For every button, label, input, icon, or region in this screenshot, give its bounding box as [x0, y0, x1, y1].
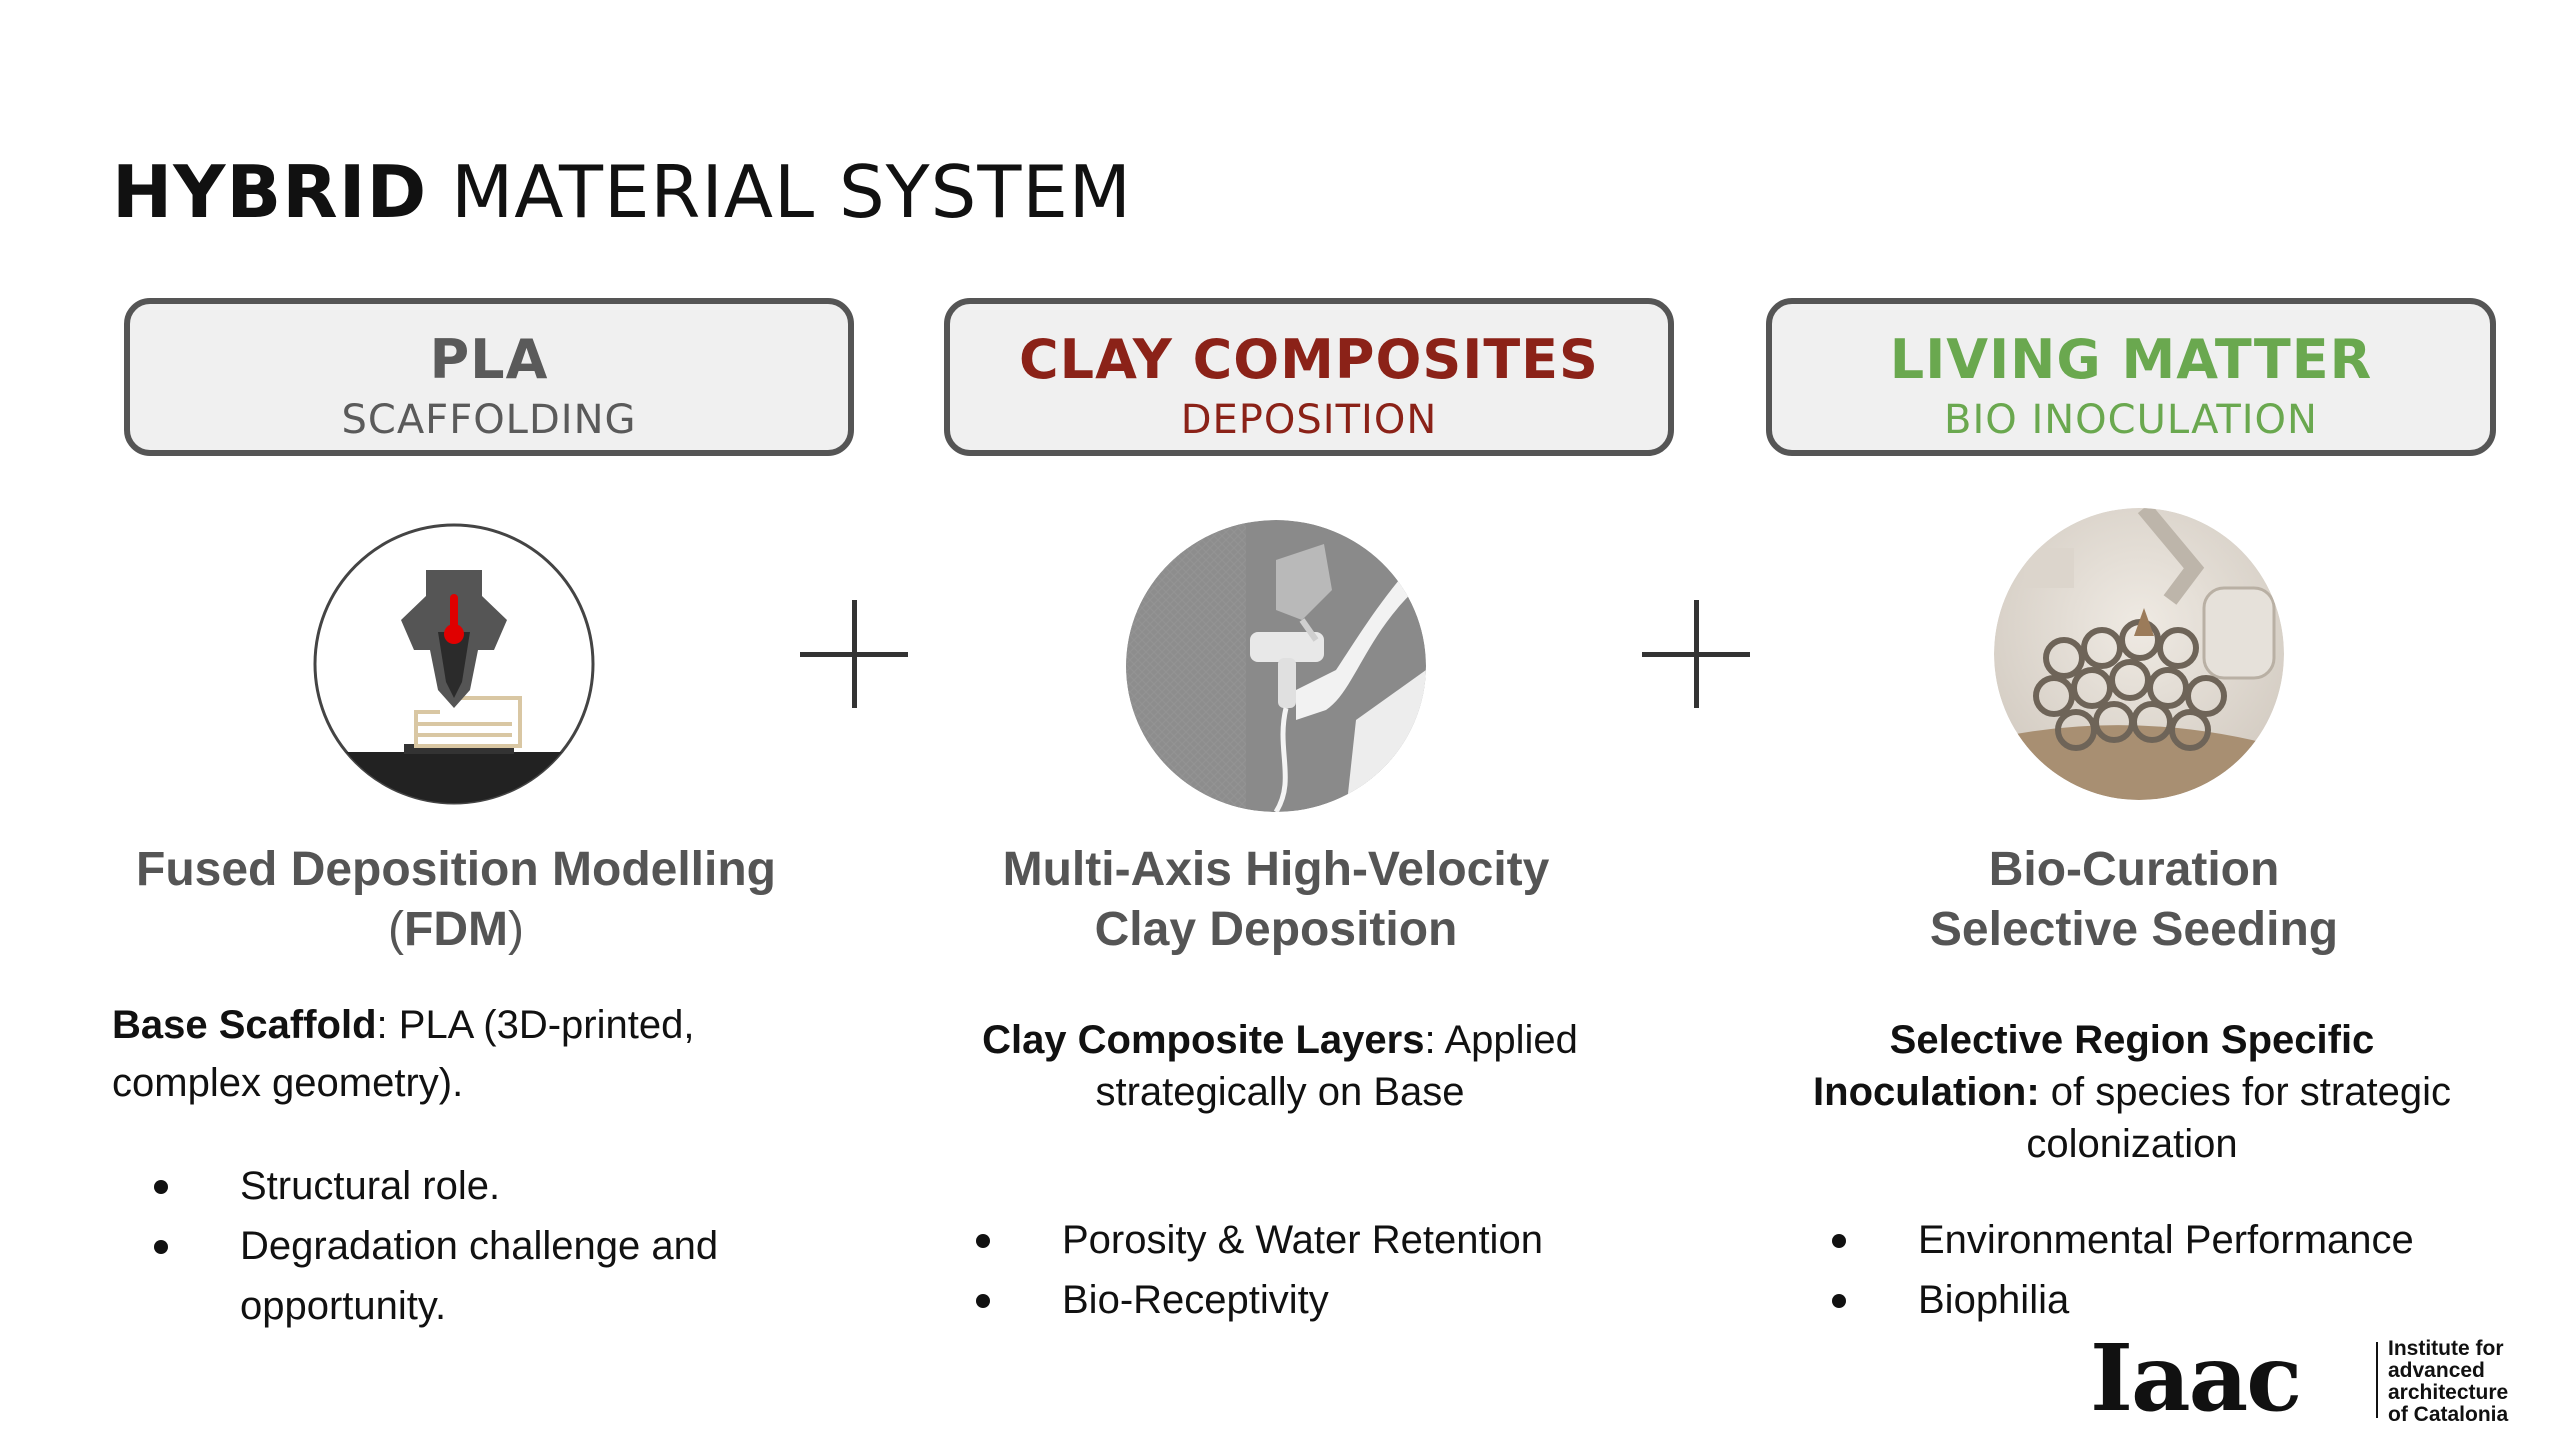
category-title: CLAY COMPOSITES: [1019, 328, 1599, 391]
title-rest: MATERIAL SYSTEM: [451, 150, 1132, 234]
logo-text-line: advanced: [2388, 1359, 2485, 1382]
desc-bold: Clay Composite Layers: [982, 1018, 1425, 1062]
clay-spray-robot-icon: [1126, 520, 1426, 812]
logo-text: Institute for advanced architecture of C…: [2388, 1338, 2528, 1426]
logo-divider: [2376, 1342, 2378, 1418]
desc-bold: Selective Region Specific Inoculation:: [1813, 1018, 2375, 1114]
method-line: Fused Deposition Modelling: [136, 843, 776, 896]
method-line: (FDM): [76, 900, 836, 960]
list-item: Biophilia: [1790, 1270, 2510, 1330]
plus-icon: [800, 600, 908, 708]
method-title-bio: Bio-Curation Selective Seeding: [1754, 840, 2514, 960]
category-box-pla: PLA SCAFFOLDING: [124, 298, 854, 456]
logo-text-line: Institute for: [2388, 1337, 2504, 1360]
list-item: Environmental Performance: [1790, 1210, 2510, 1270]
bullet-list-bio: Environmental Performance Biophilia: [1790, 1210, 2510, 1330]
list-item: Structural role.: [112, 1156, 832, 1216]
description-clay: Clay Composite Layers: Applied strategic…: [940, 1014, 1620, 1118]
description-pla: Base Scaffold: PLA (3D-printed, complex …: [112, 996, 792, 1112]
paren-open: (: [388, 903, 405, 956]
logo-text-line: architecture: [2388, 1381, 2509, 1404]
desc-bold: Base Scaffold: [112, 1003, 377, 1047]
method-title-clay: Multi-Axis High-Velocity Clay Deposition: [896, 840, 1656, 960]
method-line: Bio-Curation: [1988, 843, 2280, 896]
description-bio: Selective Region Specific Inoculation: o…: [1812, 1014, 2452, 1170]
fdm-abbrev: FDM: [404, 903, 508, 956]
method-line: Clay Deposition: [1094, 903, 1458, 956]
desc-rest: : Applied strategically on Base: [1095, 1018, 1578, 1114]
category-subtitle: BIO INOCULATION: [1944, 397, 2318, 443]
logo-text-line: of Catalonia: [2388, 1403, 2509, 1426]
bullet-list-pla: Structural role. Degradation challenge a…: [112, 1156, 832, 1336]
category-subtitle: SCAFFOLDING: [341, 397, 637, 443]
list-item: Degradation challenge and opportunity.: [112, 1216, 832, 1336]
category-box-living: LIVING MATTER BIO INOCULATION: [1766, 298, 2496, 456]
list-item: Bio-Receptivity: [934, 1270, 1654, 1330]
category-box-clay: CLAY COMPOSITES DEPOSITION: [944, 298, 1674, 456]
category-title: LIVING MATTER: [1889, 328, 2373, 391]
category-title: PLA: [429, 328, 549, 391]
desc-rest: of species for strategic colonization: [2026, 1070, 2451, 1166]
paren-close: ): [507, 903, 524, 956]
fdm-printer-nozzle-icon: [312, 522, 596, 806]
desc-rest: : PLA (3D-printed, complex geometry).: [112, 1003, 695, 1105]
list-item: Porosity & Water Retention: [934, 1210, 1654, 1270]
logo-mark: Iaac: [2090, 1324, 2302, 1432]
category-subtitle: DEPOSITION: [1180, 397, 1438, 443]
method-line: Selective Seeding: [1929, 903, 2339, 956]
method-line: Multi-Axis High-Velocity: [1002, 843, 1550, 896]
slide-title: HYBRID MATERIAL SYSTEM: [112, 150, 1132, 234]
plus-icon: [1642, 600, 1750, 708]
bullet-list-clay: Porosity & Water Retention Bio-Receptivi…: [934, 1210, 1654, 1330]
iaac-logo: Iaac Institute for advanced architecture…: [2090, 1324, 2520, 1432]
method-title-fdm: Fused Deposition Modelling (FDM): [76, 840, 836, 960]
bio-lattice-robot-icon: [1994, 508, 2284, 800]
title-bold: HYBRID: [112, 150, 428, 234]
